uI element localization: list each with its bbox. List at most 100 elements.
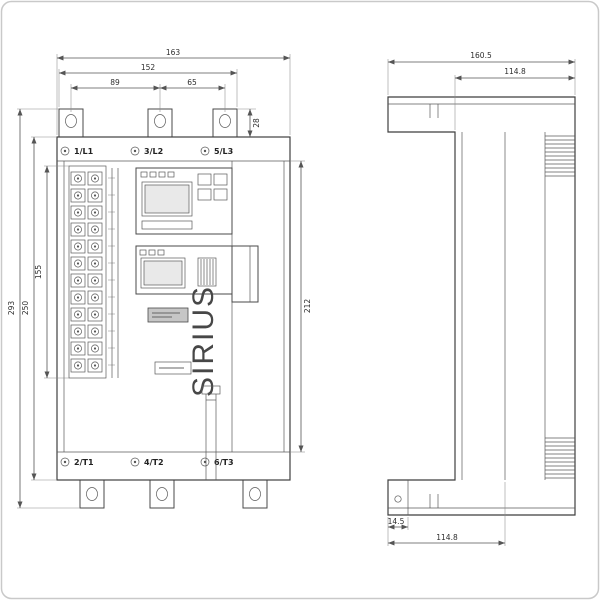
terminal-screw-dot — [133, 149, 137, 153]
mounting-tabs-bottom — [79, 479, 268, 509]
terminal-cell — [87, 341, 103, 356]
terminal-cell — [70, 307, 86, 322]
display-bezel — [141, 181, 193, 217]
terminal-cell — [70, 358, 86, 373]
terminal-screw-dot — [93, 194, 97, 197]
module-display-bezel — [140, 257, 186, 289]
terminal-cell — [87, 256, 103, 271]
terminal-cell — [87, 273, 103, 288]
terminal-screw — [91, 174, 99, 183]
terminal-screw — [91, 225, 99, 234]
terminal-cell — [70, 222, 86, 237]
terminal-screw — [130, 457, 140, 467]
terminal-cell — [70, 205, 86, 220]
terminal-screw — [91, 361, 99, 370]
terminal-screw-dot — [76, 194, 80, 197]
terminal-screw — [91, 276, 99, 285]
terminal-screw — [74, 208, 82, 217]
terminal-strip-frame — [68, 165, 107, 379]
terminal-screw-dot — [76, 296, 80, 299]
hmi-button — [213, 188, 228, 201]
mounting-tab — [58, 108, 84, 138]
mounting-hole — [86, 487, 98, 501]
terminal-screw — [200, 457, 210, 467]
control-terminal-strip — [68, 165, 119, 379]
dim-label-front-left-total: 293 — [7, 301, 16, 316]
hmi-display — [144, 184, 190, 214]
dim-label-side-top-total: 160.5 — [470, 51, 492, 60]
hmi-button — [213, 173, 228, 186]
terminal-cell — [70, 290, 86, 305]
terminal-screw — [200, 146, 210, 156]
mounting-tab — [147, 108, 173, 138]
terminal-screw — [60, 457, 70, 467]
status-led — [140, 171, 148, 178]
terminal-screw-dot — [63, 460, 67, 464]
rating-plate-body — [147, 307, 189, 323]
terminal-screw-dot — [76, 330, 80, 333]
power-terminals-bottom: 2/T1 4/T2 6/T3 — [60, 457, 234, 467]
terminal-screw — [74, 310, 82, 319]
mounting-hole — [156, 487, 168, 501]
terminal-screw-dot — [63, 149, 67, 153]
side-dimensions: 160.5 114.8 14.5 114.8 — [388, 51, 576, 546]
terminal-cell — [70, 273, 86, 288]
rating-plate — [147, 307, 189, 323]
terminal-cell — [70, 341, 86, 356]
terminal-screw — [74, 259, 82, 268]
terminal-cell — [87, 171, 103, 186]
terminal-screw-dot — [93, 313, 97, 316]
terminal-screw-dot — [76, 262, 80, 265]
terminal-label-6T3: 6/T3 — [214, 458, 234, 467]
dim-label-front-left-body: 250 — [21, 301, 30, 316]
module-led — [139, 249, 147, 256]
module-led — [148, 249, 156, 256]
terminal-cell — [87, 358, 103, 373]
terminal-screw-dot — [76, 279, 80, 282]
foot-hole — [394, 495, 402, 503]
terminal-screw-dot — [133, 460, 137, 464]
terminal-screw — [74, 327, 82, 336]
dim-label-front-left-strip: 155 — [34, 265, 43, 280]
terminal-screw — [74, 174, 82, 183]
side-view — [387, 96, 576, 516]
terminal-screw — [91, 208, 99, 217]
terminal-screw — [74, 344, 82, 353]
terminal-screw-dot — [93, 330, 97, 333]
terminal-label-2T1: 2/T1 — [74, 458, 94, 467]
hmi-button — [197, 173, 212, 186]
side-profile — [387, 96, 576, 516]
brand-logo-text: SIRIUS — [187, 285, 220, 397]
dim-label-front-top-total: 163 — [166, 48, 181, 57]
terminal-cell — [70, 324, 86, 339]
terminal-screw-dot — [93, 296, 97, 299]
status-led — [149, 171, 157, 178]
heatsink-fins — [545, 135, 575, 479]
hmi-button — [197, 188, 212, 201]
terminal-screw — [91, 242, 99, 251]
module-led — [157, 249, 165, 256]
terminal-screw-dot — [93, 211, 97, 214]
dim-label-side-top-depth: 114.8 — [504, 67, 526, 76]
hmi-label-strip — [141, 220, 193, 230]
lower-label — [154, 361, 192, 375]
terminal-cell — [87, 307, 103, 322]
terminal-screw — [74, 225, 82, 234]
terminal-screw-dot — [93, 245, 97, 248]
mounting-tab — [149, 479, 175, 509]
terminal-screw — [130, 146, 140, 156]
terminal-cell — [87, 324, 103, 339]
terminal-screw-dot — [76, 177, 80, 180]
terminal-screw-dot — [203, 149, 207, 153]
hmi-module — [135, 167, 233, 235]
terminal-cell — [70, 239, 86, 254]
dim-label-side-bottom-depth: 114.8 — [436, 533, 458, 542]
dim-label-side-bottom-offset: 14.5 — [388, 517, 405, 526]
module-display — [143, 260, 183, 286]
mounting-hole — [249, 487, 261, 501]
terminal-cell — [87, 222, 103, 237]
dim-label-front-top-hole-right: 65 — [187, 78, 197, 87]
